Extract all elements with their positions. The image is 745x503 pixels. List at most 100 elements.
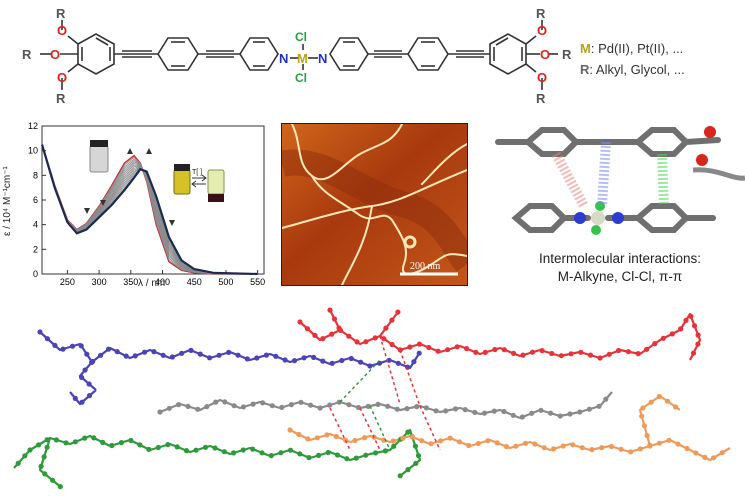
y-tick-label: 8 <box>33 170 38 180</box>
atom-dot <box>578 349 584 355</box>
atom-dot <box>160 352 166 358</box>
atom-dot <box>250 446 256 452</box>
afm-scale-label: 200 nm <box>410 261 441 272</box>
chlorine-bottom: Cl <box>295 71 307 85</box>
atom-dot <box>132 353 138 359</box>
atom-dot <box>382 448 388 454</box>
atom-dot <box>579 445 585 451</box>
molecular-structure: R O R O O R N M N Cl Cl R O O R O R <box>22 6 572 106</box>
atom-dot <box>501 347 507 353</box>
atom-dot <box>652 341 658 347</box>
atom-dot <box>570 442 576 448</box>
atom-dot <box>711 455 717 461</box>
atom-dot <box>391 443 397 449</box>
atom-dot <box>325 449 331 456</box>
atom-dot <box>409 434 415 440</box>
atom-dot <box>695 341 701 347</box>
trend-arrow-2 <box>146 148 152 154</box>
atom-dot <box>195 406 201 412</box>
atom-dot <box>693 450 699 456</box>
atom-dot <box>344 456 350 462</box>
atom-dot <box>510 412 516 418</box>
atom-dot <box>529 349 536 355</box>
atom-dot <box>666 437 672 443</box>
atom-dot <box>416 341 423 347</box>
atom-dot <box>520 352 526 358</box>
atom-dot <box>320 358 326 364</box>
atom-dot <box>240 447 246 453</box>
x-tick-label: 350 <box>123 277 138 287</box>
series-line-intermediate <box>41 143 258 275</box>
vial-gel-icon <box>207 169 225 202</box>
atom-dot <box>204 404 210 410</box>
atom-dot <box>166 405 172 411</box>
y-tick-label: 2 <box>33 244 38 254</box>
atom-dot <box>648 399 654 405</box>
atom-dot <box>188 347 194 353</box>
atom-dot <box>288 402 294 408</box>
atom-dot <box>212 445 218 451</box>
interactions-line-2: M-Alkyne, Cl-Cl, π-π <box>557 269 683 284</box>
atom-dot <box>491 408 497 414</box>
atom-dot <box>15 460 21 466</box>
atom-dot <box>389 341 395 348</box>
oxygen-top-right: O <box>537 23 547 38</box>
atom-dot <box>91 435 97 441</box>
atom-dot <box>38 463 44 469</box>
spectrum-y-axis-label: ε / 10⁴ M⁻¹cm⁻¹ <box>2 165 13 236</box>
chain-orange <box>289 394 731 462</box>
atom-dot <box>353 455 359 461</box>
atom-dot <box>114 349 120 355</box>
atom-dot <box>260 400 266 406</box>
atom-dot <box>462 407 468 413</box>
atom-dot <box>426 344 432 351</box>
r-group-bottom-left: R <box>56 91 66 106</box>
atom-dot <box>142 349 148 355</box>
intermolecular-contacts <box>329 335 441 451</box>
x-tick-label: 300 <box>92 277 107 287</box>
atom-dot <box>501 408 507 415</box>
atom-dot <box>250 401 256 407</box>
atom-dot <box>202 444 209 450</box>
atom-dot <box>339 357 345 364</box>
atom-dot <box>577 409 583 415</box>
oxygen-top-left: O <box>57 23 67 38</box>
x-tick-label: 450 <box>187 277 202 287</box>
atom-dot <box>481 410 488 416</box>
oxygen-mid-right: O <box>540 47 550 62</box>
atom-dot <box>155 444 161 451</box>
atom-dot <box>334 452 341 458</box>
y-tick-label: 12 <box>28 121 38 131</box>
atom-dot <box>105 346 112 352</box>
atom-dot <box>327 307 333 313</box>
interaction-red <box>551 151 589 209</box>
series-line-intermediate <box>41 143 258 275</box>
interactions-line-1: Intermolecular interactions: <box>538 251 702 266</box>
atom-dot <box>375 401 381 407</box>
atom-dot <box>79 374 85 380</box>
atom-dot <box>395 309 401 315</box>
atom-dot <box>305 436 311 442</box>
oxygen-atom <box>704 126 716 138</box>
atom-dot <box>529 410 535 416</box>
legend-r-values: : Alkyl, Glycol, ... <box>589 62 685 77</box>
nitrogen-right: N <box>318 51 327 66</box>
atom-dot <box>385 403 391 409</box>
chlorine-atom <box>591 225 601 235</box>
spectrum-x-axis-label: λ / nm <box>138 278 165 289</box>
atom-dot <box>447 435 453 441</box>
atom-dot <box>473 349 479 355</box>
atom-dot <box>98 352 104 358</box>
atom-dot <box>69 343 76 349</box>
atom-dot <box>298 399 304 405</box>
series-line-intermediate <box>41 144 258 275</box>
atom-dot <box>513 443 519 449</box>
atom-dot <box>389 317 395 323</box>
y-tick-label: 4 <box>33 220 38 230</box>
atom-dot <box>452 406 459 412</box>
legend-metal-key: M <box>580 41 591 56</box>
atom-dot <box>287 427 293 433</box>
atom-dot <box>415 453 422 459</box>
oxygen-bottom-right: O <box>537 70 547 85</box>
atom-dot <box>346 333 352 339</box>
